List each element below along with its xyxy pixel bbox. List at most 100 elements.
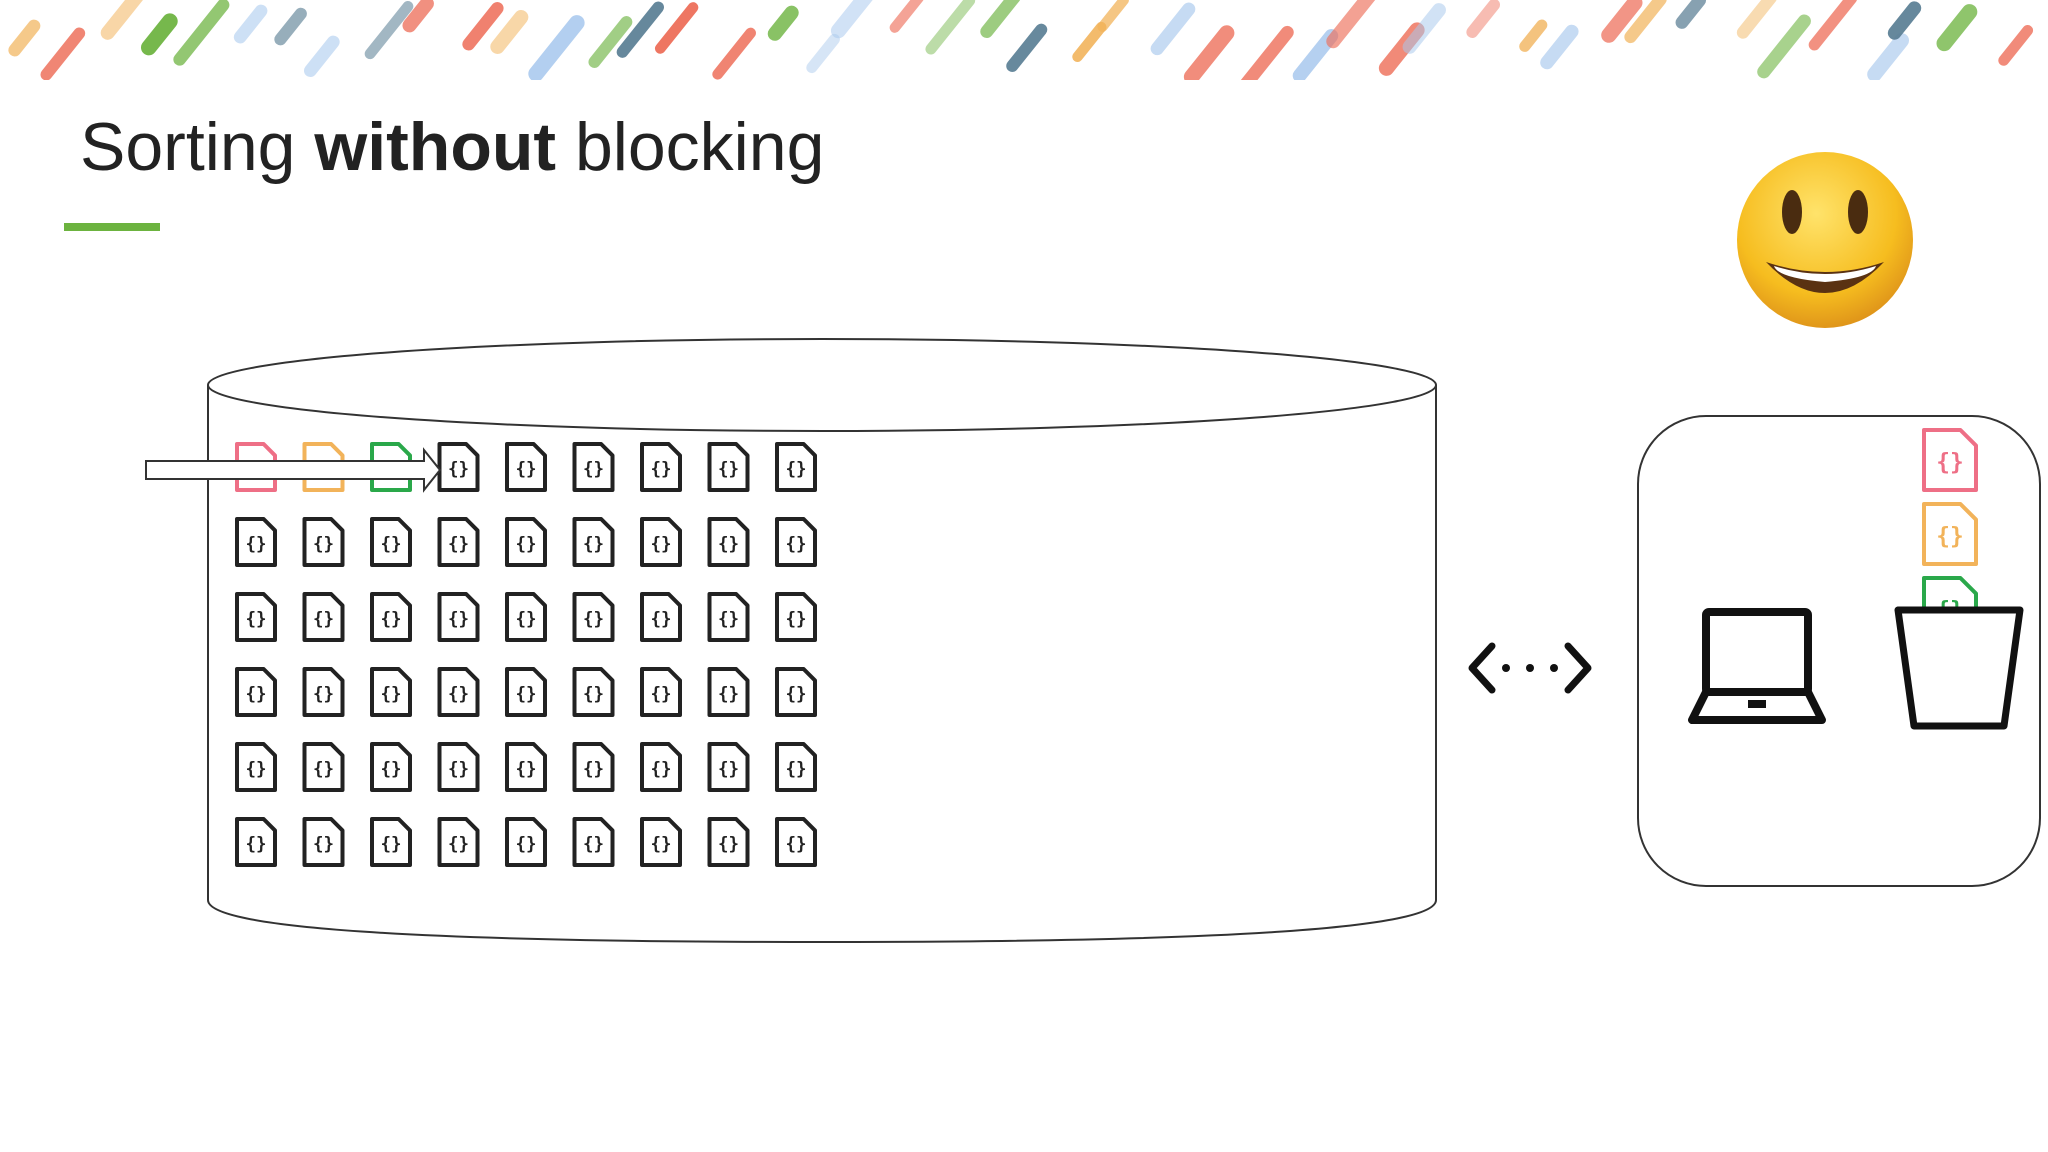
stripe xyxy=(274,7,307,46)
svg-text:{}: {} xyxy=(515,684,536,704)
svg-text:{}: {} xyxy=(583,684,604,704)
pointer-arrow xyxy=(145,447,442,493)
json-file-icon: {} xyxy=(707,742,750,792)
json-file-icon: {} xyxy=(640,517,682,567)
json-file-icon: {} xyxy=(437,817,480,867)
title-emphasis: without xyxy=(314,109,557,185)
svg-text:{}: {} xyxy=(650,759,671,779)
stripe xyxy=(830,0,873,39)
svg-text:{}: {} xyxy=(380,534,401,554)
stripe xyxy=(233,4,268,44)
json-file-icon: {} xyxy=(505,592,547,642)
stripe xyxy=(1736,0,1777,39)
stripe xyxy=(8,19,41,57)
stripe xyxy=(1466,0,1501,38)
svg-text:{}: {} xyxy=(583,609,604,629)
bucket-icon xyxy=(1894,606,2024,730)
stripe xyxy=(303,35,340,78)
svg-text:{}: {} xyxy=(448,684,469,704)
json-file-icon: {} xyxy=(775,667,817,717)
stripe xyxy=(616,1,665,58)
json-file-icon: {} xyxy=(707,817,750,867)
stripe xyxy=(1936,4,1978,52)
svg-text:{}: {} xyxy=(313,609,334,629)
json-file-icon: {} xyxy=(235,667,277,717)
json-file-icon: {} xyxy=(235,592,277,642)
laptop-icon xyxy=(1688,608,1826,724)
svg-text:{}: {} xyxy=(448,759,469,779)
svg-text:{}: {} xyxy=(785,834,806,854)
json-file-icon: {} xyxy=(437,517,480,567)
stripe xyxy=(462,2,504,51)
svg-text:{}: {} xyxy=(718,684,739,704)
stripe xyxy=(588,16,633,68)
json-file-icon: {} xyxy=(505,817,547,867)
json-file-icon: {} xyxy=(572,742,615,792)
svg-text:{}: {} xyxy=(650,834,671,854)
json-file-icon: {} xyxy=(775,742,817,792)
json-file-icon: {} xyxy=(572,592,615,642)
stripe xyxy=(889,0,924,33)
svg-text:{}: {} xyxy=(785,759,806,779)
stripe xyxy=(1675,0,1707,29)
stripe xyxy=(767,5,799,41)
stripe xyxy=(1998,25,2034,66)
svg-text:{}: {} xyxy=(515,534,536,554)
stripe xyxy=(806,33,840,74)
svg-text:{}: {} xyxy=(380,834,401,854)
svg-text:{}: {} xyxy=(650,609,671,629)
cylinder-body xyxy=(207,385,1437,944)
svg-text:{}: {} xyxy=(583,834,604,854)
svg-text:{}: {} xyxy=(313,834,334,854)
svg-text:{}: {} xyxy=(245,759,266,779)
stripe xyxy=(1072,21,1107,63)
json-file-icon: {} xyxy=(370,592,412,642)
json-file-icon: {} xyxy=(775,592,817,642)
svg-text:{}: {} xyxy=(313,684,334,704)
svg-text:{}: {} xyxy=(515,459,536,479)
stripe xyxy=(100,0,143,40)
stripe xyxy=(402,0,434,33)
json-file-icon: {} xyxy=(707,517,750,567)
svg-text:{}: {} xyxy=(380,759,401,779)
svg-text:{}: {} xyxy=(515,609,536,629)
json-file-icon: {} xyxy=(302,517,345,567)
stripe xyxy=(528,15,585,80)
svg-text:{}: {} xyxy=(245,834,266,854)
svg-text:{}: {} xyxy=(650,459,671,479)
svg-text:{}: {} xyxy=(650,684,671,704)
svg-text:{}: {} xyxy=(583,459,604,479)
json-file-icon: {} xyxy=(437,442,480,492)
svg-text:{}: {} xyxy=(515,759,536,779)
json-file-icon: {} xyxy=(572,517,615,567)
svg-text:{}: {} xyxy=(448,534,469,554)
stripe xyxy=(1097,0,1129,32)
svg-text:{}: {} xyxy=(245,684,266,704)
json-file-icon: {} xyxy=(640,592,682,642)
json-file-icon: {} xyxy=(370,517,412,567)
stripe xyxy=(364,1,414,60)
stripe xyxy=(1006,23,1048,72)
json-file-icon: {} xyxy=(707,592,750,642)
svg-text:{}: {} xyxy=(650,534,671,554)
json-file-icon: {} xyxy=(775,442,817,492)
json-file-icon: {} xyxy=(572,667,615,717)
json-file-icon: {} xyxy=(302,817,345,867)
stripe xyxy=(1601,0,1643,43)
svg-text:{}: {} xyxy=(785,684,806,704)
stripe xyxy=(1150,2,1196,56)
svg-text:{}: {} xyxy=(313,759,334,779)
svg-text:{}: {} xyxy=(718,534,739,554)
json-file-icon: {} xyxy=(370,667,412,717)
svg-text:{}: {} xyxy=(245,534,266,554)
json-file-icon: {} xyxy=(572,817,615,867)
svg-text:{}: {} xyxy=(785,609,806,629)
bidirectional-arrow-icon xyxy=(1468,642,1592,694)
svg-text:{}: {} xyxy=(448,834,469,854)
cylinder-top xyxy=(207,338,1437,432)
json-file-icon: {} xyxy=(235,742,277,792)
json-file-icon: {} xyxy=(775,817,817,867)
svg-text:{}: {} xyxy=(583,759,604,779)
json-file-icon: {} xyxy=(505,517,547,567)
